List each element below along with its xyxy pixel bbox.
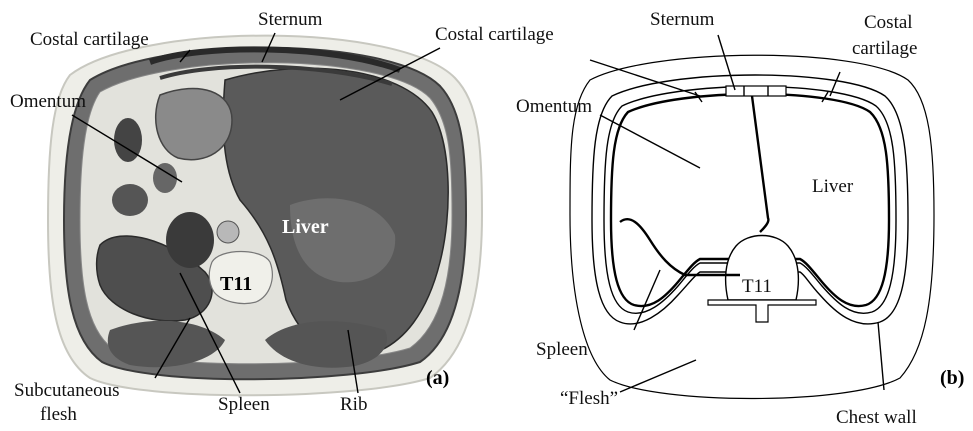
panel-a: Costal cartilage Sternum Costal cartilag… — [10, 9, 554, 425]
aorta-a — [217, 221, 239, 243]
label-liver-b: Liver — [812, 176, 854, 197]
label-rib-a: Rib — [340, 394, 367, 415]
panel-tag-a: (a) — [426, 367, 449, 389]
label-spleen-b: Spleen — [536, 339, 588, 360]
label-costal-cartilage-right-a: Costal cartilage — [435, 24, 554, 45]
label-omentum-a: Omentum — [10, 91, 86, 112]
label-t11-a: T11 — [220, 273, 252, 295]
label-flesh-b: “Flesh” — [560, 388, 618, 409]
label-t11-b: T11 — [742, 276, 772, 297]
label-sternum-b: Sternum — [650, 9, 715, 30]
label-costal-line2-b: cartilage — [852, 38, 917, 59]
stomach-a — [156, 88, 232, 159]
label-omentum-b: Omentum — [516, 96, 592, 117]
panel-tag-b: (b) — [940, 367, 964, 389]
sternum-b — [726, 86, 786, 96]
label-liver-a: Liver — [282, 216, 329, 238]
label-costal-line1-b: Costal — [864, 12, 913, 33]
panel-b: Sternum Costal cartilage Omentum Liver T… — [516, 9, 964, 428]
label-subcutaneous-line2-a: flesh — [40, 404, 77, 425]
label-sternum-a: Sternum — [258, 9, 323, 30]
label-costal-cartilage-left-a: Costal cartilage — [30, 29, 149, 50]
label-spleen-a: Spleen — [218, 394, 270, 415]
bowel-loop-3 — [153, 163, 177, 193]
label-subcutaneous-line1-a: Subcutaneous — [14, 380, 120, 401]
bowel-loop-2 — [112, 184, 148, 216]
kidney-a — [166, 212, 214, 268]
label-chest-wall-b: Chest wall — [836, 407, 917, 428]
